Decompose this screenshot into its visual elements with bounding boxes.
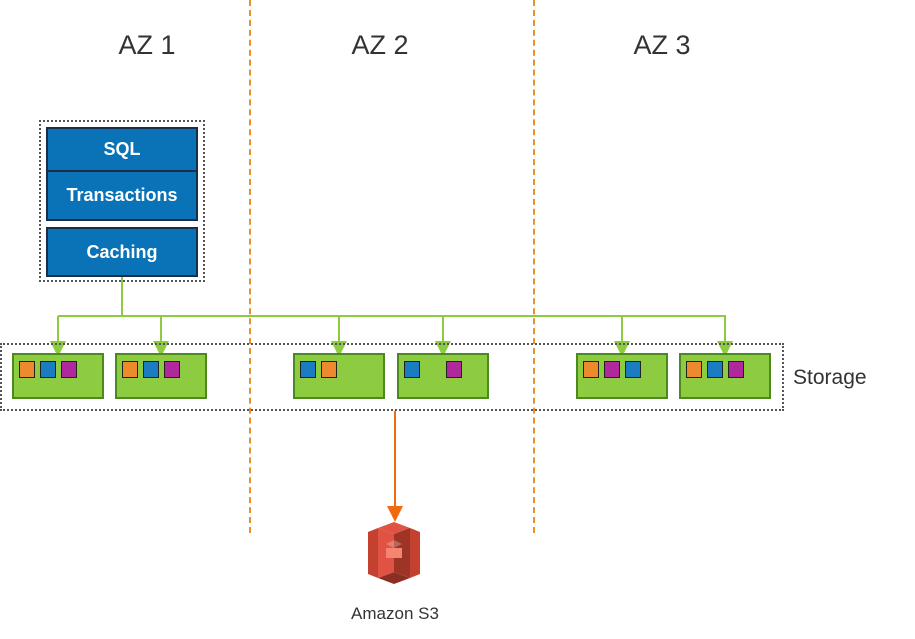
storage-node	[12, 353, 104, 399]
sql-layer: SQL	[46, 127, 198, 172]
data-block-blue	[40, 361, 56, 378]
data-block-purple	[446, 361, 462, 378]
storage-node	[679, 353, 771, 399]
az-divider-2	[533, 0, 535, 533]
data-block-orange	[19, 361, 35, 378]
az-label-1: AZ 1	[118, 30, 176, 60]
amazon-s3-label: Amazon S3	[351, 604, 439, 623]
storage-label: Storage	[793, 366, 867, 389]
data-block-purple	[61, 361, 77, 378]
amazon-s3-bucket-icon	[368, 522, 420, 584]
az-label-2: AZ 2	[351, 30, 409, 60]
transactions-layer: Transactions	[46, 170, 198, 221]
az-label-3: AZ 3	[633, 30, 691, 60]
caching-layer: Caching	[46, 227, 198, 277]
storage-node	[576, 353, 668, 399]
storage-volume-group	[0, 343, 784, 411]
data-block-purple	[604, 361, 620, 378]
data-block-orange	[122, 361, 138, 378]
data-block-orange	[583, 361, 599, 378]
data-block-blue	[300, 361, 316, 378]
storage-node	[293, 353, 385, 399]
data-block-blue	[143, 361, 159, 378]
data-block-blue	[625, 361, 641, 378]
data-block-purple	[728, 361, 744, 378]
storage-node	[115, 353, 207, 399]
storage-node	[397, 353, 489, 399]
data-block-orange	[321, 361, 337, 378]
data-block-blue	[404, 361, 420, 378]
data-block-orange	[686, 361, 702, 378]
data-block-blue	[707, 361, 723, 378]
az-divider-1	[249, 0, 251, 533]
data-block-purple	[164, 361, 180, 378]
